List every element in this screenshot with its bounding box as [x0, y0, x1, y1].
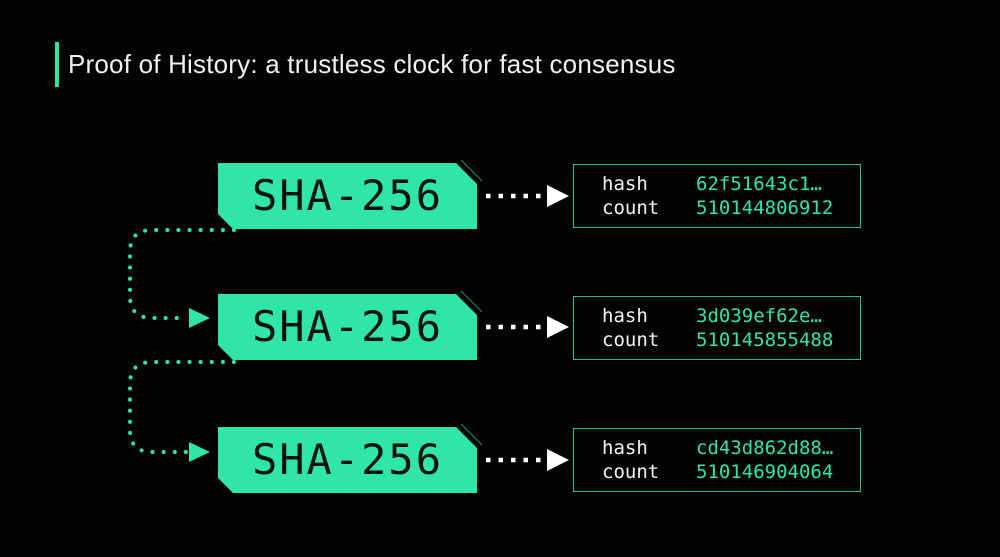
count-label: count — [602, 196, 660, 219]
sha256-block-2: SHA-256 — [218, 294, 477, 360]
hash-line: hash 3d039ef62e… — [602, 305, 860, 328]
hash-value: cd43d862d88… — [696, 436, 834, 459]
hash-label: hash — [602, 436, 648, 459]
sha256-label: SHA-256 — [251, 434, 443, 484]
arrow-right-icon — [547, 316, 569, 338]
hash-label: hash — [602, 172, 648, 195]
hash-label: hash — [602, 304, 648, 327]
sha256-block-3: SHA-256 — [218, 427, 477, 493]
count-value: 510146904064 — [696, 460, 834, 483]
sha256-block-1: SHA-256 — [218, 163, 477, 229]
arrow-right-icon — [189, 308, 210, 328]
count-label: count — [602, 460, 660, 483]
count-line: count 510144806912 — [602, 197, 860, 220]
count-line: count 510146904064 — [602, 461, 860, 484]
arrow-right-icon — [547, 185, 569, 207]
count-line: count 510145855488 — [602, 329, 860, 352]
hash-count-box-2: hash 3d039ef62e… count 510145855488 — [573, 296, 861, 360]
page-title: Proof of History: a trustless clock for … — [68, 49, 676, 79]
arrow-right-icon — [547, 449, 569, 471]
hash-value: 62f51643c1… — [696, 172, 822, 195]
hash-count-box-3: hash cd43d862d88… count 510146904064 — [573, 428, 861, 492]
arrow-right-icon — [189, 442, 210, 462]
sha256-label: SHA-256 — [251, 301, 443, 351]
hash-line: hash 62f51643c1… — [602, 173, 860, 196]
hash-count-box-1: hash 62f51643c1… count 510144806912 — [573, 164, 861, 228]
title-accent-bar — [55, 42, 59, 87]
count-value: 510144806912 — [696, 196, 834, 219]
hash-line: hash cd43d862d88… — [602, 437, 860, 460]
flow-arrowheads — [547, 185, 569, 471]
sha256-label: SHA-256 — [251, 170, 443, 220]
loop-arrowheads — [189, 308, 210, 462]
count-label: count — [602, 328, 660, 351]
count-value: 510145855488 — [696, 328, 834, 351]
flow-arrows — [486, 193, 543, 463]
title-block: Proof of History: a trustless clock for … — [55, 42, 676, 87]
hash-value: 3d039ef62e… — [696, 304, 822, 327]
